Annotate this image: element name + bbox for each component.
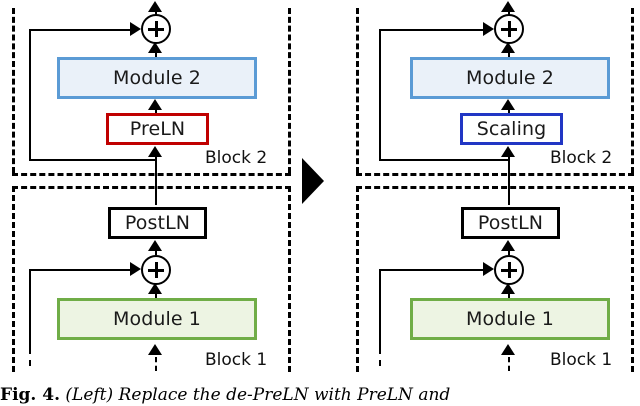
block1-label: Block 1 xyxy=(205,350,268,370)
node-postln[interactable]: PostLN xyxy=(108,207,207,239)
r-node-module1[interactable]: Module 1 xyxy=(410,298,610,340)
block1-top-edge xyxy=(12,186,291,189)
block2-residual-bottom xyxy=(29,159,157,161)
r-node-module2-label: Module 2 xyxy=(465,67,555,89)
figure-caption: Fig. 4. (Left) Replace the de-PreLN with… xyxy=(0,384,640,406)
block2-label: Block 2 xyxy=(205,148,268,168)
r-block1-input-arrowhead xyxy=(501,344,515,355)
r-node-postln[interactable]: PostLN xyxy=(461,207,560,239)
transition-arrow-icon xyxy=(302,158,324,204)
node-module1-label: Module 1 xyxy=(112,308,202,330)
r-block1-label: Block 1 xyxy=(550,350,613,370)
r-block2-right-rail xyxy=(631,8,634,173)
r-block2-residual-arrowhead xyxy=(483,22,494,36)
block1-residual-arrowhead xyxy=(130,262,141,276)
block1-residual-vertical xyxy=(29,269,31,348)
r-block1-module-to-add-arrowhead xyxy=(501,283,515,294)
block1-add-to-postln-arrowhead xyxy=(148,240,162,251)
block2-left-rail xyxy=(12,8,15,173)
block1-input-dotted-line xyxy=(155,357,157,371)
block1-module-to-add-arrowhead xyxy=(148,283,162,294)
r-block1-residual-dotted-tail xyxy=(379,348,381,366)
r-block2-residual-top xyxy=(379,29,487,31)
r-block1-input-dotted-line xyxy=(508,357,510,371)
r-block1-add-node xyxy=(494,255,524,285)
figure-caption-text: (Left) Replace the de-PreLN with PreLN a… xyxy=(65,385,451,405)
node-module1[interactable]: Module 1 xyxy=(57,298,257,340)
r-block1-right-rail xyxy=(631,186,634,372)
r-block2-residual-vertical xyxy=(379,29,381,159)
block2-bottom-edge xyxy=(12,173,291,176)
block2-right-rail xyxy=(288,8,291,173)
r-block1-top-edge xyxy=(356,186,634,189)
node-scaling[interactable]: Scaling xyxy=(460,113,563,145)
block2-module-to-add-arrowhead xyxy=(148,42,162,53)
node-module2-label: Module 2 xyxy=(112,67,202,89)
r-node-postln-label: PostLN xyxy=(477,212,544,234)
diagram-panel-right: Module 2 Scaling Block 2 PostLN Module 1… xyxy=(320,0,640,372)
r-block1-residual-arrowhead xyxy=(483,262,494,276)
r-block1-residual-vertical xyxy=(379,269,381,348)
block2-module-to-add-line xyxy=(155,48,157,58)
block2-add-node xyxy=(141,14,171,44)
block2-residual-arrowhead xyxy=(130,22,141,36)
block1-residual-dotted-tail xyxy=(29,348,31,366)
node-preln-label: PreLN xyxy=(129,118,186,140)
r-block2-module-to-add-line xyxy=(508,48,510,58)
r-block2-module-to-add-arrowhead xyxy=(501,42,515,53)
r-node-module2[interactable]: Module 2 xyxy=(410,57,610,99)
r-block2-add-node xyxy=(494,14,524,44)
block2-norm-to-module-arrowhead xyxy=(148,99,162,110)
r-block2-left-rail xyxy=(356,8,359,173)
node-module2[interactable]: Module 2 xyxy=(57,57,257,99)
node-scaling-label: Scaling xyxy=(476,118,547,140)
r-block1-left-rail xyxy=(356,186,359,372)
r-block2-residual-bottom xyxy=(379,159,510,161)
r-block2-input-arrowhead xyxy=(501,146,515,157)
block1-add-node xyxy=(141,255,171,285)
block2-input-arrowhead xyxy=(148,146,162,157)
r-node-module1-label: Module 1 xyxy=(465,308,555,330)
r-block1-residual-top xyxy=(379,269,487,271)
block1-right-rail xyxy=(288,186,291,372)
block1-input-arrowhead xyxy=(148,344,162,355)
r-block2-output-arrowhead xyxy=(501,1,515,12)
figure-caption-number: Fig. 4. xyxy=(0,385,60,405)
r-block2-input-stem xyxy=(508,152,510,205)
block1-left-rail xyxy=(12,186,15,372)
r-block2-norm-to-module-arrowhead xyxy=(501,99,515,110)
block2-input-stem xyxy=(155,152,157,205)
r-block2-label: Block 2 xyxy=(550,148,613,168)
diagram-panel-left: /*positioned below*/ Module 2 PreLN Bloc… xyxy=(0,0,320,372)
r-block1-add-to-postln-arrowhead xyxy=(501,240,515,251)
r-block2-bottom-edge xyxy=(356,173,634,176)
block1-residual-top xyxy=(29,269,134,271)
block2-output-arrowhead xyxy=(148,1,162,12)
block2-residual-vertical xyxy=(29,29,31,159)
node-postln-label: PostLN xyxy=(124,212,191,234)
node-preln[interactable]: PreLN xyxy=(106,113,209,145)
block2-residual-top xyxy=(29,29,134,31)
